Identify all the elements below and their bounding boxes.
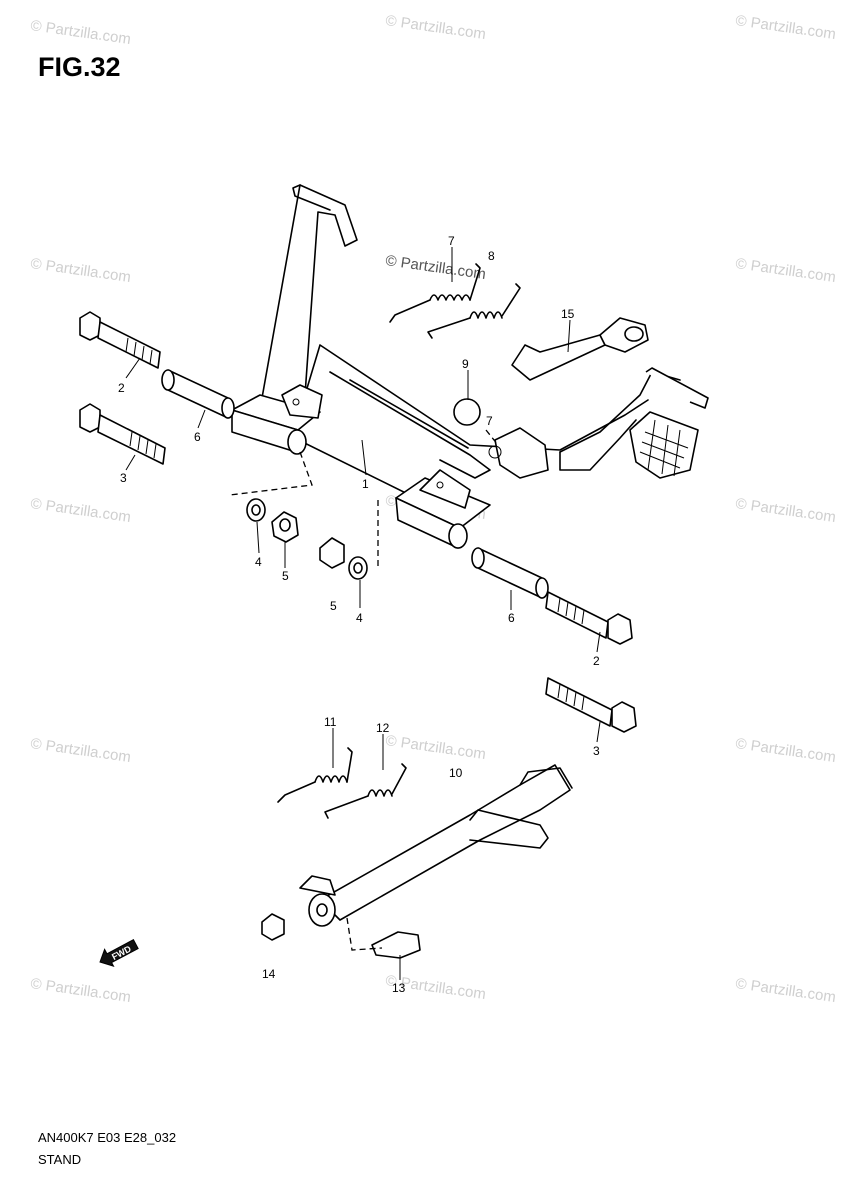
callout-label: 2 (118, 381, 125, 395)
watermark: © Partzilla.com (29, 255, 131, 286)
watermark: © Partzilla.com (734, 12, 836, 43)
watermark: © Partzilla.com (29, 975, 131, 1006)
watermark: © Partzilla.com (29, 735, 131, 766)
forward-arrow-icon: FWD (99, 939, 139, 967)
callout-label: 4 (255, 555, 262, 569)
model-code: AN400K7 E03 E28_032 (38, 1130, 177, 1145)
watermark: © Partzilla.com (734, 735, 836, 766)
callout-label: 8 (488, 249, 495, 263)
watermark: © Partzilla.com (384, 12, 486, 43)
bracket-drawing (511, 317, 649, 381)
callout-label: 3 (593, 744, 600, 758)
callout-label: 10 (449, 766, 463, 780)
watermark: © Partzilla.com (734, 975, 836, 1006)
watermark: © Partzilla.com (384, 732, 486, 763)
callout-label: 4 (356, 611, 363, 625)
callout-label: 6 (194, 430, 201, 444)
callout-label: 15 (561, 307, 575, 321)
callout-label: 14 (262, 967, 276, 981)
callout-leaders (125, 247, 601, 980)
watermark: © Partzilla.com (29, 495, 131, 526)
callout-label: 7 (448, 234, 455, 248)
callouts: 1 2 3 4 5 6 7 8 9 7 5 4 6 2 3 15 11 12 1… (118, 234, 600, 995)
watermark: © Partzilla.com (29, 17, 131, 48)
callout-label: 1 (362, 477, 369, 491)
callout-label: 11 (324, 715, 337, 729)
hardware-right (319, 398, 637, 733)
callout-label: 13 (392, 981, 406, 995)
callout-label: 3 (120, 471, 127, 485)
callout-label: 12 (376, 721, 390, 735)
center-stand-drawing (231, 184, 709, 549)
figure-title: FIG.32 (38, 52, 121, 82)
springs-upper (389, 263, 521, 339)
section-name: STAND (38, 1152, 82, 1167)
callout-label: 6 (508, 611, 515, 625)
watermark: © Partzilla.com (734, 495, 836, 526)
watermark: © Partzilla.com (384, 252, 486, 283)
callout-label: 9 (462, 357, 469, 371)
hardware-upper-left (79, 311, 299, 543)
callout-label: 2 (593, 654, 600, 668)
watermark: © Partzilla.com (734, 255, 836, 286)
side-stand-drawing (261, 747, 573, 959)
callout-label: 5 (282, 569, 289, 583)
callout-label: 5 (330, 599, 337, 613)
callout-label: 7 (486, 414, 493, 428)
assembly-leaders (229, 429, 499, 570)
